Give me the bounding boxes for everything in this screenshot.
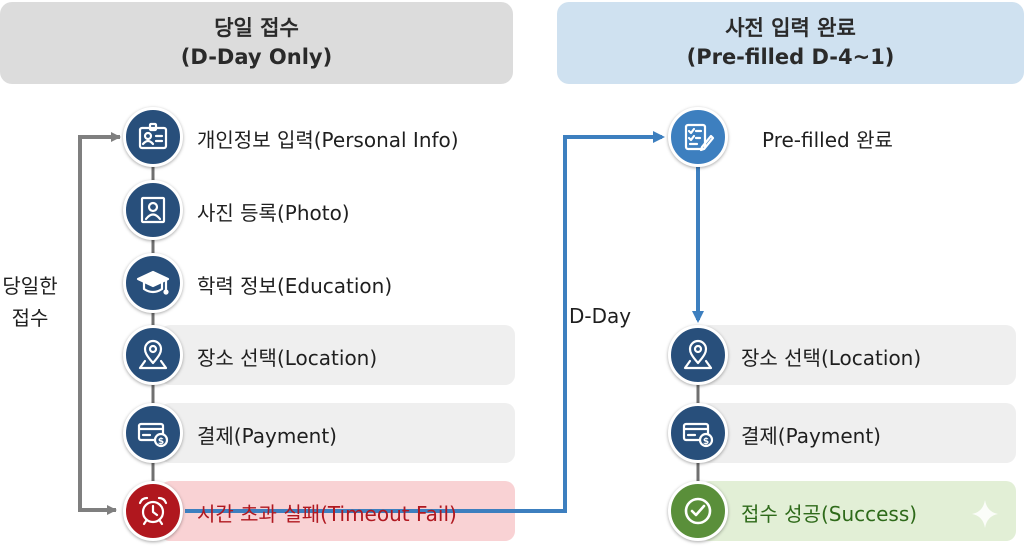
location-pin-icon — [668, 325, 728, 385]
step-label-timeout-fail: 시간 초과 실패(Timeout Fail) — [197, 502, 457, 526]
row-bg-location-left — [160, 325, 515, 385]
sparkle-icon — [972, 500, 998, 528]
dday-transition-arrow — [185, 131, 665, 513]
left-header-subtitle: (D-Day Only) — [180, 45, 333, 69]
location-pin-icon — [123, 325, 183, 385]
left-column-header: 당일 접수 (D-Day Only) — [0, 2, 513, 84]
payment-card-icon: $ — [668, 403, 728, 463]
row-bg-success — [700, 481, 1016, 541]
step-label-location-left: 장소 선택(Location) — [197, 346, 378, 370]
svg-text:$: $ — [703, 437, 709, 447]
left-header-title: 당일 접수 — [214, 16, 299, 40]
dday-label: D-Day — [569, 304, 632, 328]
step-label-payment-right: 결제(Payment) — [741, 424, 881, 448]
step-label-success: 접수 성공(Success) — [741, 502, 918, 526]
same-day-label-line2: 접수 — [11, 306, 49, 330]
row-bg-payment-left — [160, 403, 515, 463]
payment-card-icon: $ — [123, 403, 183, 463]
loop-bracket-line — [78, 135, 120, 512]
step-label-payment-left: 결제(Payment) — [197, 424, 337, 448]
step-label-prefilled-done: Pre-filled 완료 — [762, 128, 893, 152]
row-bg-location-right — [700, 325, 1016, 385]
same-day-label: 당일한 접수 — [0, 270, 60, 334]
photo-portrait-icon — [123, 180, 183, 240]
right-column-header: 사전 입력 완료 (Pre-filled D-4~1) — [557, 2, 1024, 84]
row-bg-payment-right — [700, 403, 1016, 463]
right-header-title: 사전 입력 완료 — [725, 16, 856, 40]
id-card-icon — [123, 107, 183, 167]
alarm-clock-icon — [123, 481, 183, 541]
graduation-cap-icon — [123, 253, 183, 313]
check-circle-icon — [668, 481, 728, 541]
svg-text:$: $ — [158, 437, 164, 447]
right-header-subtitle: (Pre-filled D-4~1) — [686, 45, 895, 69]
checklist-icon — [668, 107, 728, 167]
step-label-photo: 사진 등록(Photo) — [197, 201, 350, 225]
step-label-location-right: 장소 선택(Location) — [741, 346, 922, 370]
step-label-education: 학력 정보(Education) — [197, 274, 393, 298]
step-label-personal-info: 개인정보 입력(Personal Info) — [197, 128, 459, 152]
same-day-label-line1: 당일한 — [2, 274, 58, 298]
